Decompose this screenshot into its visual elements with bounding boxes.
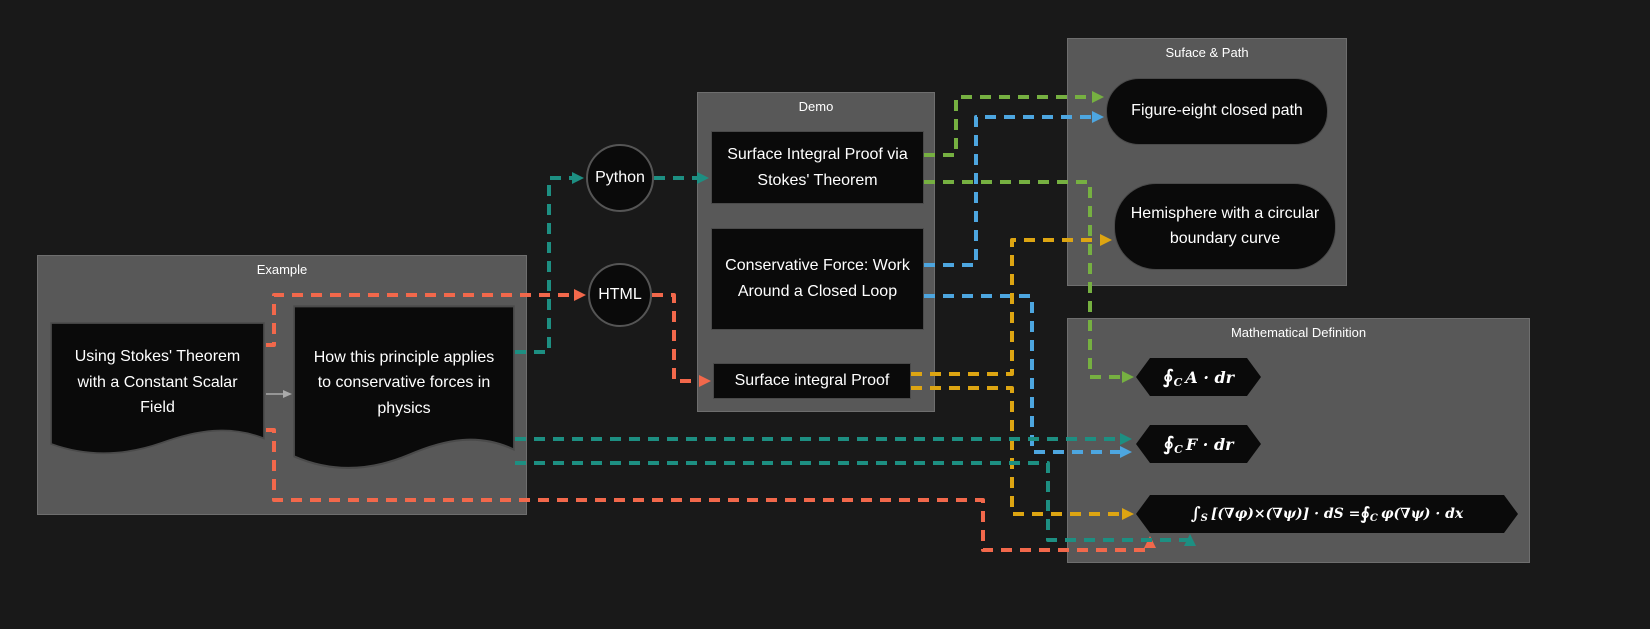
formula-body: F · dr bbox=[1185, 434, 1234, 454]
group-surface-path-title: Suface & Path bbox=[1165, 45, 1249, 60]
surface-integral-symbol: ∫ bbox=[1190, 504, 1201, 524]
integral-subscript: C bbox=[1369, 512, 1378, 524]
node-python[interactable]: Python bbox=[586, 144, 654, 212]
node-principle-conservative-forces[interactable]: How this principle applies to conservati… bbox=[293, 305, 515, 485]
integral-subscript: C bbox=[1174, 442, 1183, 456]
node-label: Using Stokes' Theorem with a Constant Sc… bbox=[74, 348, 241, 417]
node-label: Python bbox=[595, 169, 645, 186]
contour-integral-symbol: ∮ bbox=[1163, 433, 1175, 455]
integral-subscript: S bbox=[1200, 512, 1208, 524]
node-label: Surface integral Proof bbox=[734, 372, 890, 390]
edge-html-to-demo3[interactable] bbox=[652, 293, 699, 383]
group-mathematical-definition-title: Mathematical Definition bbox=[1230, 325, 1367, 340]
formula-tail: φ(∇ψ) · dx bbox=[1380, 506, 1464, 522]
contour-integral-symbol: ∮ bbox=[1360, 504, 1370, 524]
node-surface-integral-proof-stokes[interactable]: Surface Integral Proof via Stokes' Theor… bbox=[711, 131, 924, 204]
node-using-stokes-theorem[interactable]: Using Stokes' Theorem with a Constant Sc… bbox=[50, 322, 265, 467]
document-shape bbox=[50, 322, 265, 455]
formula-body: A · dr bbox=[1185, 367, 1235, 387]
node-html[interactable]: HTML bbox=[588, 263, 652, 327]
node-label: HTML bbox=[598, 286, 642, 303]
node-label: Figure-eight closed path bbox=[1131, 102, 1303, 120]
node-figure-eight-path[interactable]: Figure-eight closed path bbox=[1106, 78, 1328, 145]
node-label: Conservative Force: Work Around a Closed… bbox=[725, 257, 910, 300]
node-label: How this principle applies to conservati… bbox=[313, 348, 495, 417]
group-demo-title: Demo bbox=[798, 99, 834, 114]
contour-integral-symbol: ∮ bbox=[1162, 366, 1174, 388]
arrowhead-stokes-to-html bbox=[574, 289, 586, 301]
formula-body: [(∇φ)×(∇ψ)] · dS = bbox=[1210, 506, 1361, 522]
node-surface-integral-proof[interactable]: Surface integral Proof bbox=[713, 363, 911, 399]
node-conservative-force-loop[interactable]: Conservative Force: Work Around a Closed… bbox=[711, 228, 924, 330]
arrowhead-principle-to-python bbox=[572, 172, 584, 184]
node-hemisphere-boundary[interactable]: Hemisphere with a circular boundary curv… bbox=[1114, 183, 1336, 270]
node-label: Hemisphere with a circular boundary curv… bbox=[1130, 204, 1320, 247]
node-label: Surface Integral Proof via Stokes' Theor… bbox=[727, 145, 908, 189]
integral-subscript: C bbox=[1173, 375, 1183, 389]
group-example-title: Example bbox=[256, 262, 308, 277]
